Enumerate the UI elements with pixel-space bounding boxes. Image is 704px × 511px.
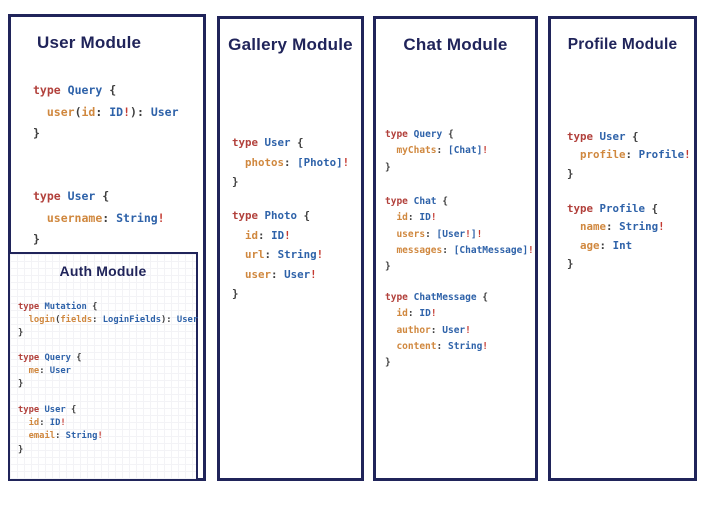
- auth-module-title: Auth Module: [59, 263, 147, 279]
- profile-user-type-code-block: type User { profile: Profile! }: [567, 130, 691, 180]
- chat-type-code-block: type Chat { id: ID! users: [User!]! mess…: [385, 196, 534, 273]
- auth-mutation-code-block: type Mutation { login(fields: LoginField…: [18, 302, 199, 339]
- panel-profile-module: Profile Module type User { profile: Prof…: [548, 16, 697, 481]
- panel-auth-module: Auth Module type Mutation { login(fields…: [8, 252, 198, 481]
- profile-module-title: Profile Module: [567, 36, 678, 53]
- user-type-code-block: type User { username: String! }: [33, 189, 165, 246]
- user-query-code-block: type Query { user(id: ID!): User }: [33, 83, 179, 140]
- gallery-user-type-code-block: type User { photos: [Photo]! }: [232, 136, 350, 188]
- auth-query-code-block: type Query { me: User }: [18, 353, 82, 390]
- gallery-module-title: Gallery Module: [228, 35, 353, 54]
- chat-module-title: Chat Module: [403, 35, 508, 54]
- gallery-photo-type-code-block: type Photo { id: ID! url: String! user: …: [232, 209, 324, 300]
- chat-message-type-code-block: type ChatMessage { id: ID! author: User!…: [385, 292, 489, 369]
- user-module-title: User Module: [37, 33, 142, 52]
- auth-user-type-code-block: type User { id: ID! email: String! }: [18, 405, 103, 455]
- chat-query-code-block: type Query { myChats: [Chat]! }: [385, 129, 489, 173]
- panel-user-module: User Module type Query { user(id: ID!): …: [8, 14, 206, 481]
- profile-type-code-block: type Profile { name: String! age: Int }: [567, 202, 665, 270]
- panel-gallery-module: Gallery Module type User { photos: [Phot…: [217, 16, 364, 481]
- panel-chat-module: Chat Module type Query { myChats: [Chat]…: [373, 16, 538, 481]
